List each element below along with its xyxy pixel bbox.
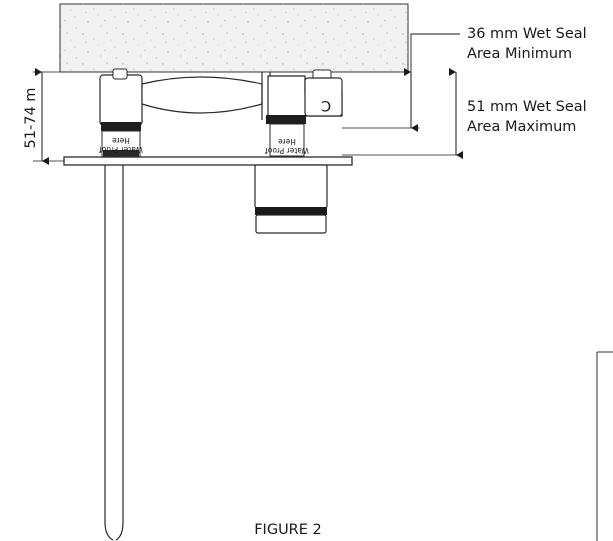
wet-seal-min-label-line2: Area Minimum xyxy=(467,46,572,62)
height-dimension xyxy=(33,68,64,165)
waterproof-label-left: Water Proof Here xyxy=(99,136,143,154)
valve-letter-label: C xyxy=(321,97,331,113)
right-valve-body xyxy=(266,69,343,157)
figure-caption: FIGURE 2 xyxy=(254,522,322,538)
cover-plate xyxy=(63,156,353,166)
waterproof-label-right: Water Proof Here xyxy=(265,137,309,155)
spout xyxy=(104,165,124,541)
height-range-label: 51-74 m xyxy=(23,88,39,149)
left-valve-body xyxy=(99,68,143,158)
wet-seal-max-label-line1: 51 mm Wet Seal xyxy=(467,99,587,115)
wet-seal-min-dimension xyxy=(342,33,460,132)
svg-text:Water Proof: Water Proof xyxy=(99,145,143,154)
wet-seal-max-dimension xyxy=(342,68,463,159)
svg-text:Here: Here xyxy=(278,137,296,146)
wet-seal-min-label-line1: 36 mm Wet Seal xyxy=(467,26,587,42)
wet-seal-max-label-line2: Area Maximum xyxy=(467,119,576,135)
valve-bridge xyxy=(141,72,271,120)
handle-cartridge xyxy=(254,164,328,234)
wall-slab xyxy=(59,3,409,73)
svg-text:Water Proof: Water Proof xyxy=(265,146,309,155)
svg-text:Here: Here xyxy=(112,136,130,145)
